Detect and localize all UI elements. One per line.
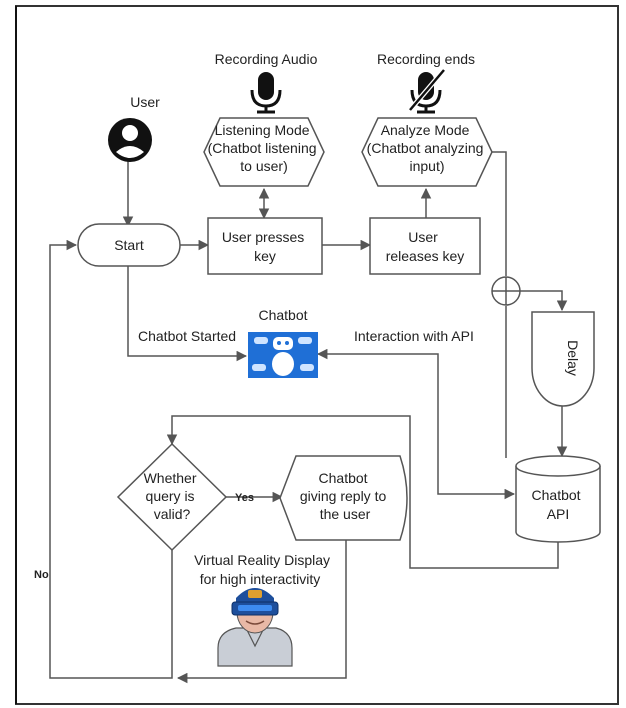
user-presses-key-node (207, 217, 323, 275)
interaction-api-label: Interaction with API (354, 328, 474, 344)
yes-label: Yes (235, 492, 254, 504)
muted-microphone-icon (408, 68, 446, 114)
edge-decision-no (49, 239, 173, 679)
analyze-mode-node (361, 117, 493, 187)
chatbot-api-node (515, 455, 601, 543)
chatbot-api-label: Chatbot API (532, 487, 585, 522)
chatbot-started-label: Chatbot Started (138, 328, 236, 344)
delay-label: Delay (565, 340, 581, 376)
recording-audio-label: Recording Audio (215, 51, 318, 67)
chatbot-icon (248, 332, 318, 378)
decision-node (116, 442, 228, 552)
connectors (49, 151, 568, 684)
edge-analyze-junction (490, 151, 507, 276)
decision-label: Whether query is valid? (144, 470, 201, 522)
vr-user-icon (217, 588, 293, 667)
user-icon (108, 118, 152, 162)
user-releases-key-label: User releases key (386, 229, 465, 264)
edge-junction-delay (520, 290, 568, 312)
edge-start-chatbot (127, 266, 248, 362)
reply-label: Chatbot giving reply to the user (300, 470, 390, 522)
user-releases-key-node (369, 217, 481, 275)
analyze-mode-label: Analyze Mode (Chatbot analyzing input) (367, 122, 488, 174)
reply-node (279, 455, 408, 541)
edge-api-decision (166, 415, 559, 569)
listening-mode-node (203, 117, 325, 187)
edge-chatbot-api (316, 348, 516, 500)
edge-reply-loop (176, 540, 347, 684)
user-label: User (130, 94, 160, 110)
junction-node (491, 276, 521, 306)
listening-mode-label: Listening Mode (Chatbot listening to use… (208, 122, 321, 174)
chatbot-title: Chatbot (258, 307, 307, 323)
delay-node (531, 311, 595, 407)
user-presses-key-label: User presses key (222, 229, 308, 264)
microphone-icon (250, 72, 282, 114)
no-label: No (34, 569, 49, 581)
vr-display-label: Virtual Reality Display for high interac… (194, 552, 334, 587)
start-label: Start (114, 237, 144, 253)
recording-ends-label: Recording ends (377, 51, 475, 67)
start-node (77, 223, 181, 267)
